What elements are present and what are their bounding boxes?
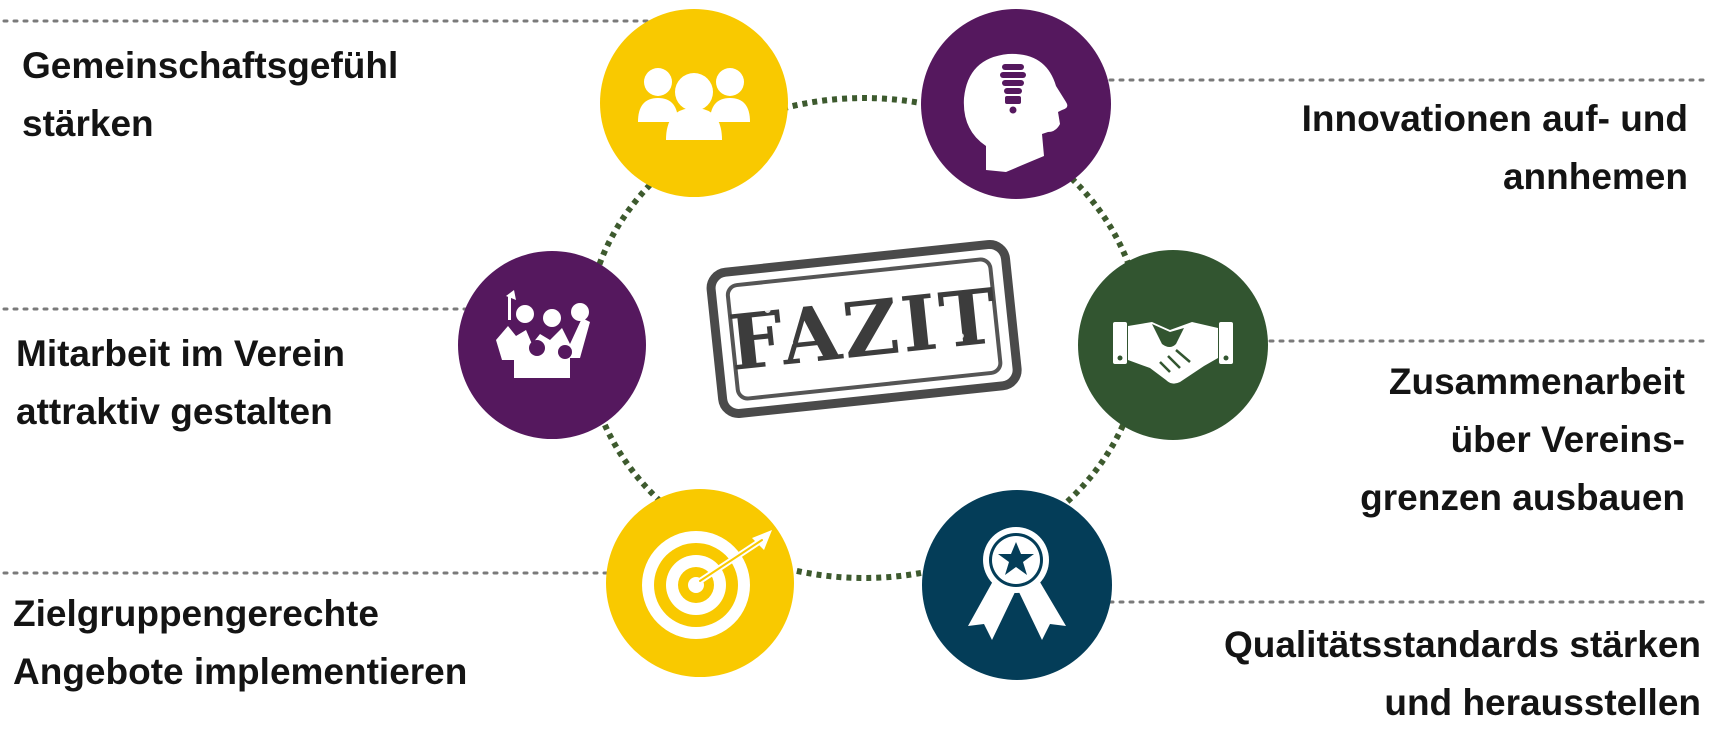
label-quality-line-1: Qualitätsstandards stärken <box>1223 624 1701 665</box>
node-volunteer <box>458 251 646 439</box>
label-cooperation-line-1: Zusammenarbeit <box>1388 361 1685 402</box>
label-volunteer-line-2: attraktiv gestalten <box>16 391 333 432</box>
node-cooperation <box>1078 250 1268 440</box>
target-arrow-icon <box>642 530 772 639</box>
node-targetgroup <box>606 489 794 677</box>
group-people-icon <box>638 68 750 140</box>
label-innovation-line-1: Innovationen auf- und <box>1301 98 1688 139</box>
cheering-crowd-icon <box>496 290 590 378</box>
label-quality-line-2: und herausstellen <box>1384 682 1701 723</box>
label-community: Gemeinschaftsgefühl stärken <box>22 37 398 153</box>
label-targetgroup: Zielgruppengerechte Angebote implementie… <box>13 585 467 701</box>
label-volunteer-line-1: Mitarbeit im Verein <box>16 333 345 374</box>
node-quality <box>922 490 1112 680</box>
label-cooperation-line-3: grenzen ausbauen <box>1360 477 1685 518</box>
node-community <box>600 9 788 197</box>
label-targetgroup-line-1: Zielgruppengerechte <box>13 593 379 634</box>
label-cooperation: Zusammenarbeit über Vereins- grenzen aus… <box>1360 353 1685 527</box>
label-community-line-1: Gemeinschaftsgefühl <box>22 45 399 86</box>
label-quality: Qualitätsstandards stärken und herausste… <box>1224 616 1701 732</box>
fazit-stamp: FAZIT <box>706 239 1022 418</box>
label-innovation: Innovationen auf- und annhemen <box>1302 90 1688 206</box>
label-cooperation-line-2: über Vereins- <box>1450 419 1685 460</box>
leader-lines <box>2 19 1710 604</box>
head-lightbulb-icon <box>963 53 1068 173</box>
label-community-line-2: stärken <box>22 103 154 144</box>
label-targetgroup-line-2: Angebote implementieren <box>13 651 468 692</box>
award-rosette-icon <box>968 527 1066 640</box>
label-volunteer: Mitarbeit im Verein attraktiv gestalten <box>16 325 345 441</box>
label-innovation-line-2: annhemen <box>1502 156 1688 197</box>
node-innovation <box>921 9 1111 199</box>
handshake-icon <box>1113 322 1233 384</box>
